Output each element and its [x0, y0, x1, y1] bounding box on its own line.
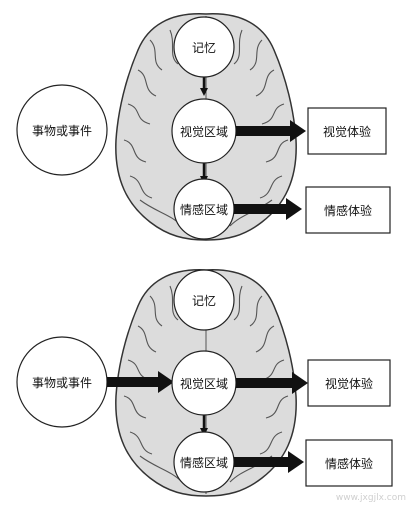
visual-experience-label: 视觉体验 — [323, 124, 371, 139]
visual-area-label: 视觉区域 — [180, 376, 228, 391]
arrow-to-emotional-experience — [234, 451, 304, 473]
arrow-to-visual-experience — [236, 372, 308, 394]
emotion-area-label: 情感区域 — [180, 202, 228, 217]
arrow-event-to-visual-area — [107, 371, 174, 393]
visual-experience-label: 视觉体验 — [325, 376, 373, 391]
event-circle — [16, 84, 108, 176]
diagram-bottom: 事物或事件 记忆 视觉区域 情感区域 视觉体验 情感体验 — [16, 269, 393, 497]
event-label: 事物或事件 — [32, 124, 92, 138]
diagram-top: 事物或事件 记忆 视觉区域 情感区域 视觉体验 情感体验 — [16, 13, 391, 241]
event-label: 事物或事件 — [32, 376, 92, 390]
visual-area-label: 视觉区域 — [180, 124, 228, 139]
emotional-experience-label: 情感体验 — [324, 203, 372, 218]
arrow-to-emotional-experience — [234, 198, 302, 220]
memory-circle — [173, 269, 235, 331]
memory-label: 记忆 — [192, 294, 216, 308]
arrow-to-visual-experience — [236, 120, 306, 142]
memory-circle — [173, 16, 235, 78]
emotional-experience-box — [305, 186, 391, 234]
emotional-experience-box — [305, 439, 393, 487]
watermark: www.jxgjlx.com — [336, 493, 406, 503]
emotional-experience-label: 情感体验 — [325, 456, 373, 471]
memory-label: 记忆 — [192, 41, 216, 55]
visual-experience-box — [307, 359, 391, 407]
visual-experience-box — [307, 107, 387, 155]
emotion-area-label: 情感区域 — [180, 455, 228, 470]
